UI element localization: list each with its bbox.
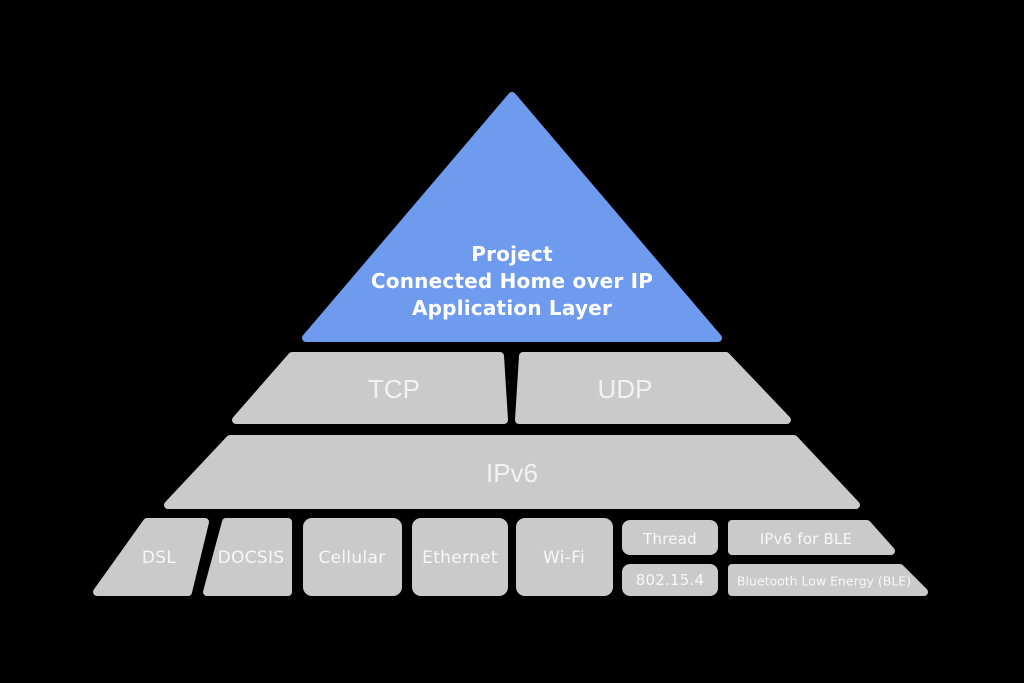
wifi-label: Wi-Fi [543,548,585,568]
ipv6-block [164,435,860,509]
ipv6-label: IPv6 [486,458,538,488]
ble-label: Bluetooth Low Energy (BLE) [737,574,911,589]
application-layer-line-3: Application Layer [412,296,612,320]
dsl-block [93,518,209,596]
ieee-802-15-4-label: 802.15.4 [636,571,704,589]
ble-block [728,564,928,596]
ethernet-block [412,518,508,596]
ipv6-for-ble-label: IPv6 for BLE [760,530,853,548]
application-layer-line-1: Project [471,242,553,266]
thread-block [622,520,718,555]
docsis-block [203,518,292,596]
wifi-block [516,518,613,596]
docsis-label: DOCSIS [218,548,285,568]
dsl-label: DSL [142,548,176,568]
udp-block [515,352,791,424]
ipv6-for-ble-block [728,520,895,555]
application-layer-line-2: Connected Home over IP [371,269,653,293]
tcp-label: TCP [368,374,420,404]
application-layer-triangle [302,92,722,342]
udp-label: UDP [598,374,653,404]
tcp-block [232,352,508,424]
cellular-label: Cellular [318,548,385,568]
cellular-block [303,518,402,596]
ethernet-label: Ethernet [422,548,498,568]
thread-label: Thread [642,530,697,548]
ieee-802-15-4-block [622,564,718,596]
